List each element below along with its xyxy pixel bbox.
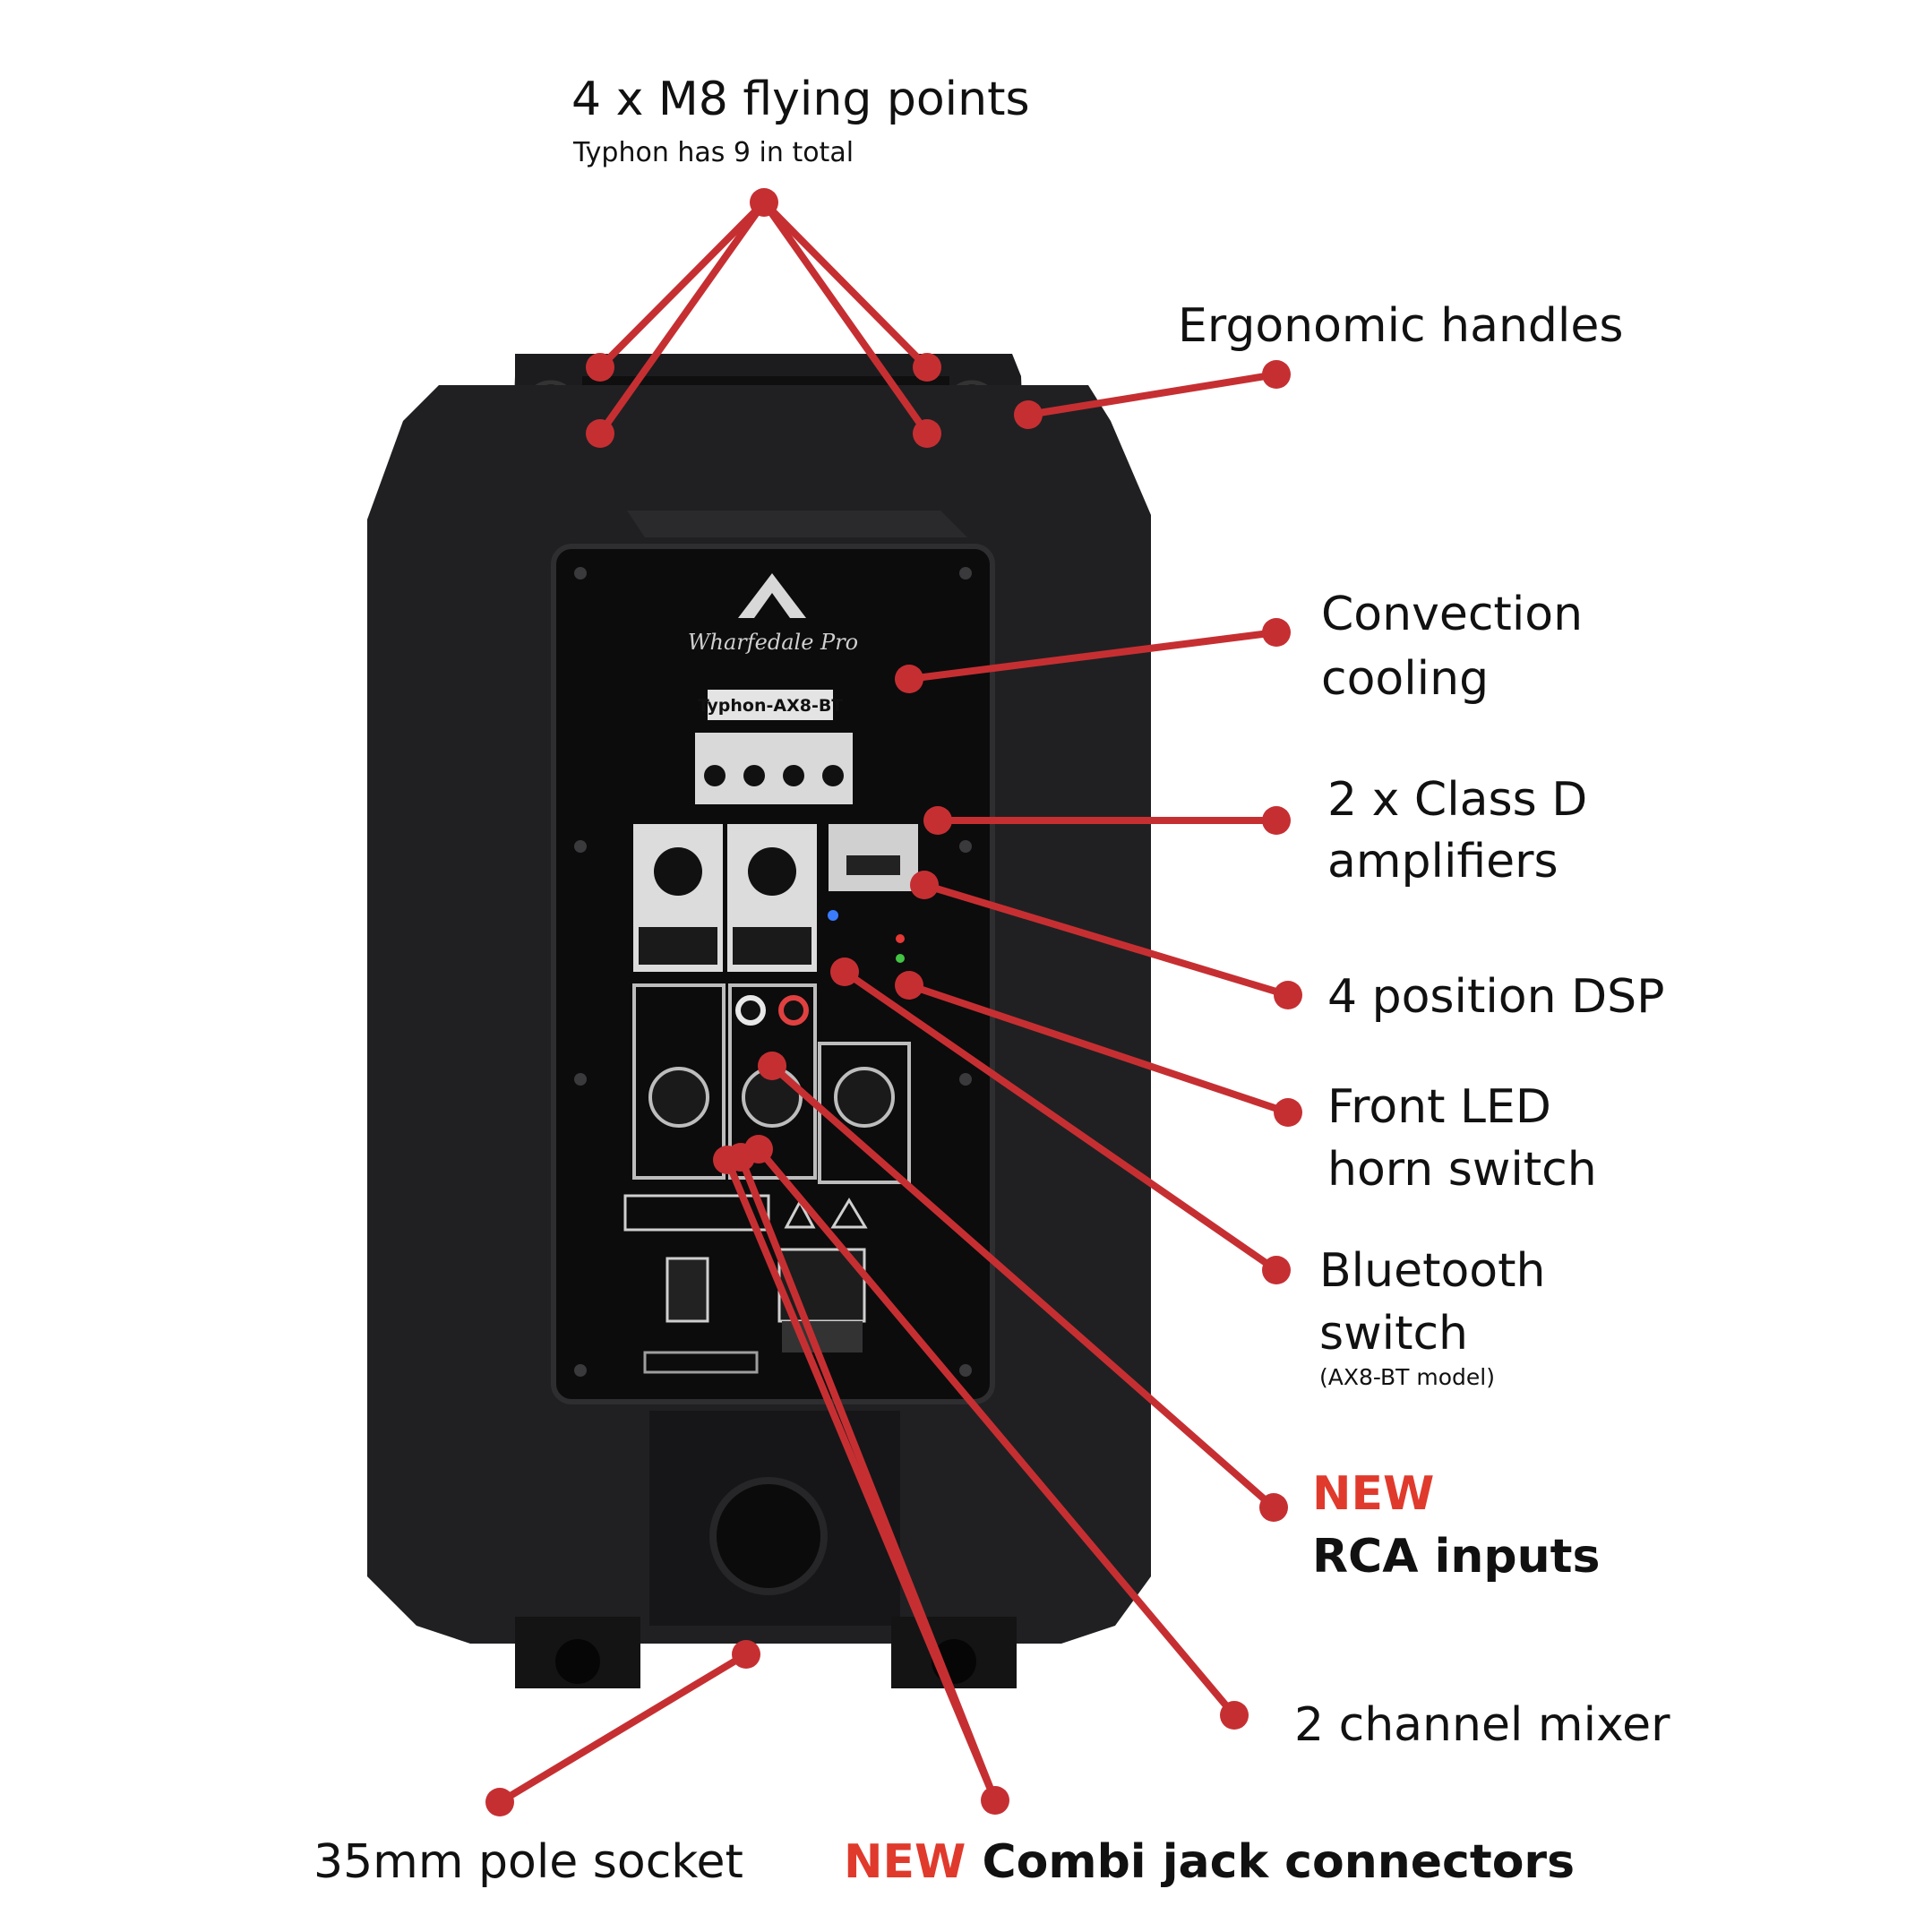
dot-rca <box>758 1052 786 1080</box>
label-convection-1: Convection <box>1321 588 1584 641</box>
xlr-output-jack <box>834 1067 895 1128</box>
brand-logo-mark <box>738 573 806 618</box>
label-classd-2: amplifiers <box>1327 835 1558 889</box>
dot-led-label <box>1274 1098 1302 1127</box>
combi-input-1 <box>632 983 726 1180</box>
label-rca-new: NEW <box>1312 1467 1435 1521</box>
dot-led <box>895 971 923 1000</box>
dot-dsp-label <box>1274 981 1302 1009</box>
callout-bluetooth <box>841 968 1280 1274</box>
label-led-2: horn switch <box>1327 1143 1597 1197</box>
label-bluetooth-note: (AX8-BT model) <box>1319 1364 1495 1390</box>
callout-mixer <box>755 1146 1238 1719</box>
label-mixer: 2 channel mixer <box>1294 1698 1670 1752</box>
dot-pole <box>732 1640 760 1669</box>
serial-plate <box>643 1351 759 1374</box>
rca-jack-white <box>735 995 766 1026</box>
brand-logo: Wharfedale Pro <box>688 630 858 655</box>
label-pole-socket: 35mm pole socket <box>313 1835 743 1889</box>
dot-pole-label <box>485 1788 514 1816</box>
dot-bluetooth-label <box>1262 1256 1291 1284</box>
dot-combi-label <box>981 1786 1009 1815</box>
combi-input-2 <box>728 983 817 1180</box>
label-bluetooth-1: Bluetooth <box>1319 1244 1546 1298</box>
dot-dsp <box>910 871 939 899</box>
xlr-output-module <box>818 1042 911 1184</box>
dot-flying-4 <box>913 419 941 448</box>
callout-dsp <box>921 881 1292 999</box>
model-plate: Typhon-AX8-BT <box>698 696 844 716</box>
callout-flying-points <box>597 199 931 437</box>
label-convection-2: cooling <box>1321 652 1490 706</box>
dot-flying-2 <box>586 419 614 448</box>
label-flying-points-sub: Typhon has 9 in total <box>573 137 854 168</box>
dot-convection <box>895 665 923 693</box>
dot-rca-label <box>1259 1493 1288 1522</box>
power-led <box>896 954 905 963</box>
power-switch <box>665 1257 709 1323</box>
callout-combi <box>724 1154 999 1804</box>
label-handles: Ergonomic handles <box>1178 299 1624 353</box>
rca-jack-red <box>778 995 809 1026</box>
rear-panel <box>551 544 995 1404</box>
label-combi: NEW Combi jack connectors <box>844 1834 1575 1890</box>
dot-flying-1 <box>586 353 614 382</box>
callout-rca <box>769 1062 1277 1511</box>
callout-handles <box>1025 371 1280 418</box>
dot-classd <box>923 806 952 835</box>
dot-bluetooth <box>830 957 859 986</box>
label-led-1: Front LED <box>1327 1080 1551 1134</box>
label-classd-1: 2 x Class D <box>1327 773 1588 827</box>
dot-flying-hub <box>750 188 778 217</box>
dot-mixer-label <box>1220 1701 1249 1730</box>
dot-convection-label <box>1262 618 1291 647</box>
label-dsp: 4 position DSP <box>1327 970 1665 1024</box>
limit-led <box>896 934 905 943</box>
label-combi-new: NEW <box>844 1835 966 1889</box>
label-flying-points: 4 x M8 flying points <box>571 73 1030 126</box>
label-rca: RCA inputs <box>1312 1530 1601 1584</box>
dot-flying-3 <box>913 353 941 382</box>
caution-label <box>623 1194 770 1232</box>
callout-pole <box>496 1651 750 1806</box>
dot-classd-label <box>1262 806 1291 835</box>
callout-led <box>906 982 1292 1116</box>
dot-handles-label <box>1262 360 1291 389</box>
callout-convection <box>906 629 1280 683</box>
combi-jack-1 <box>648 1067 709 1128</box>
pole-socket <box>709 1477 828 1595</box>
volume-knob-1 <box>654 847 702 896</box>
bluetooth-led <box>828 910 838 921</box>
dot-combi-2 <box>726 1143 755 1172</box>
label-bluetooth-2: switch <box>1319 1307 1469 1361</box>
volume-knob-2 <box>748 847 796 896</box>
dot-handles <box>1014 400 1043 429</box>
label-combi-text: Combi jack connectors <box>982 1835 1576 1889</box>
